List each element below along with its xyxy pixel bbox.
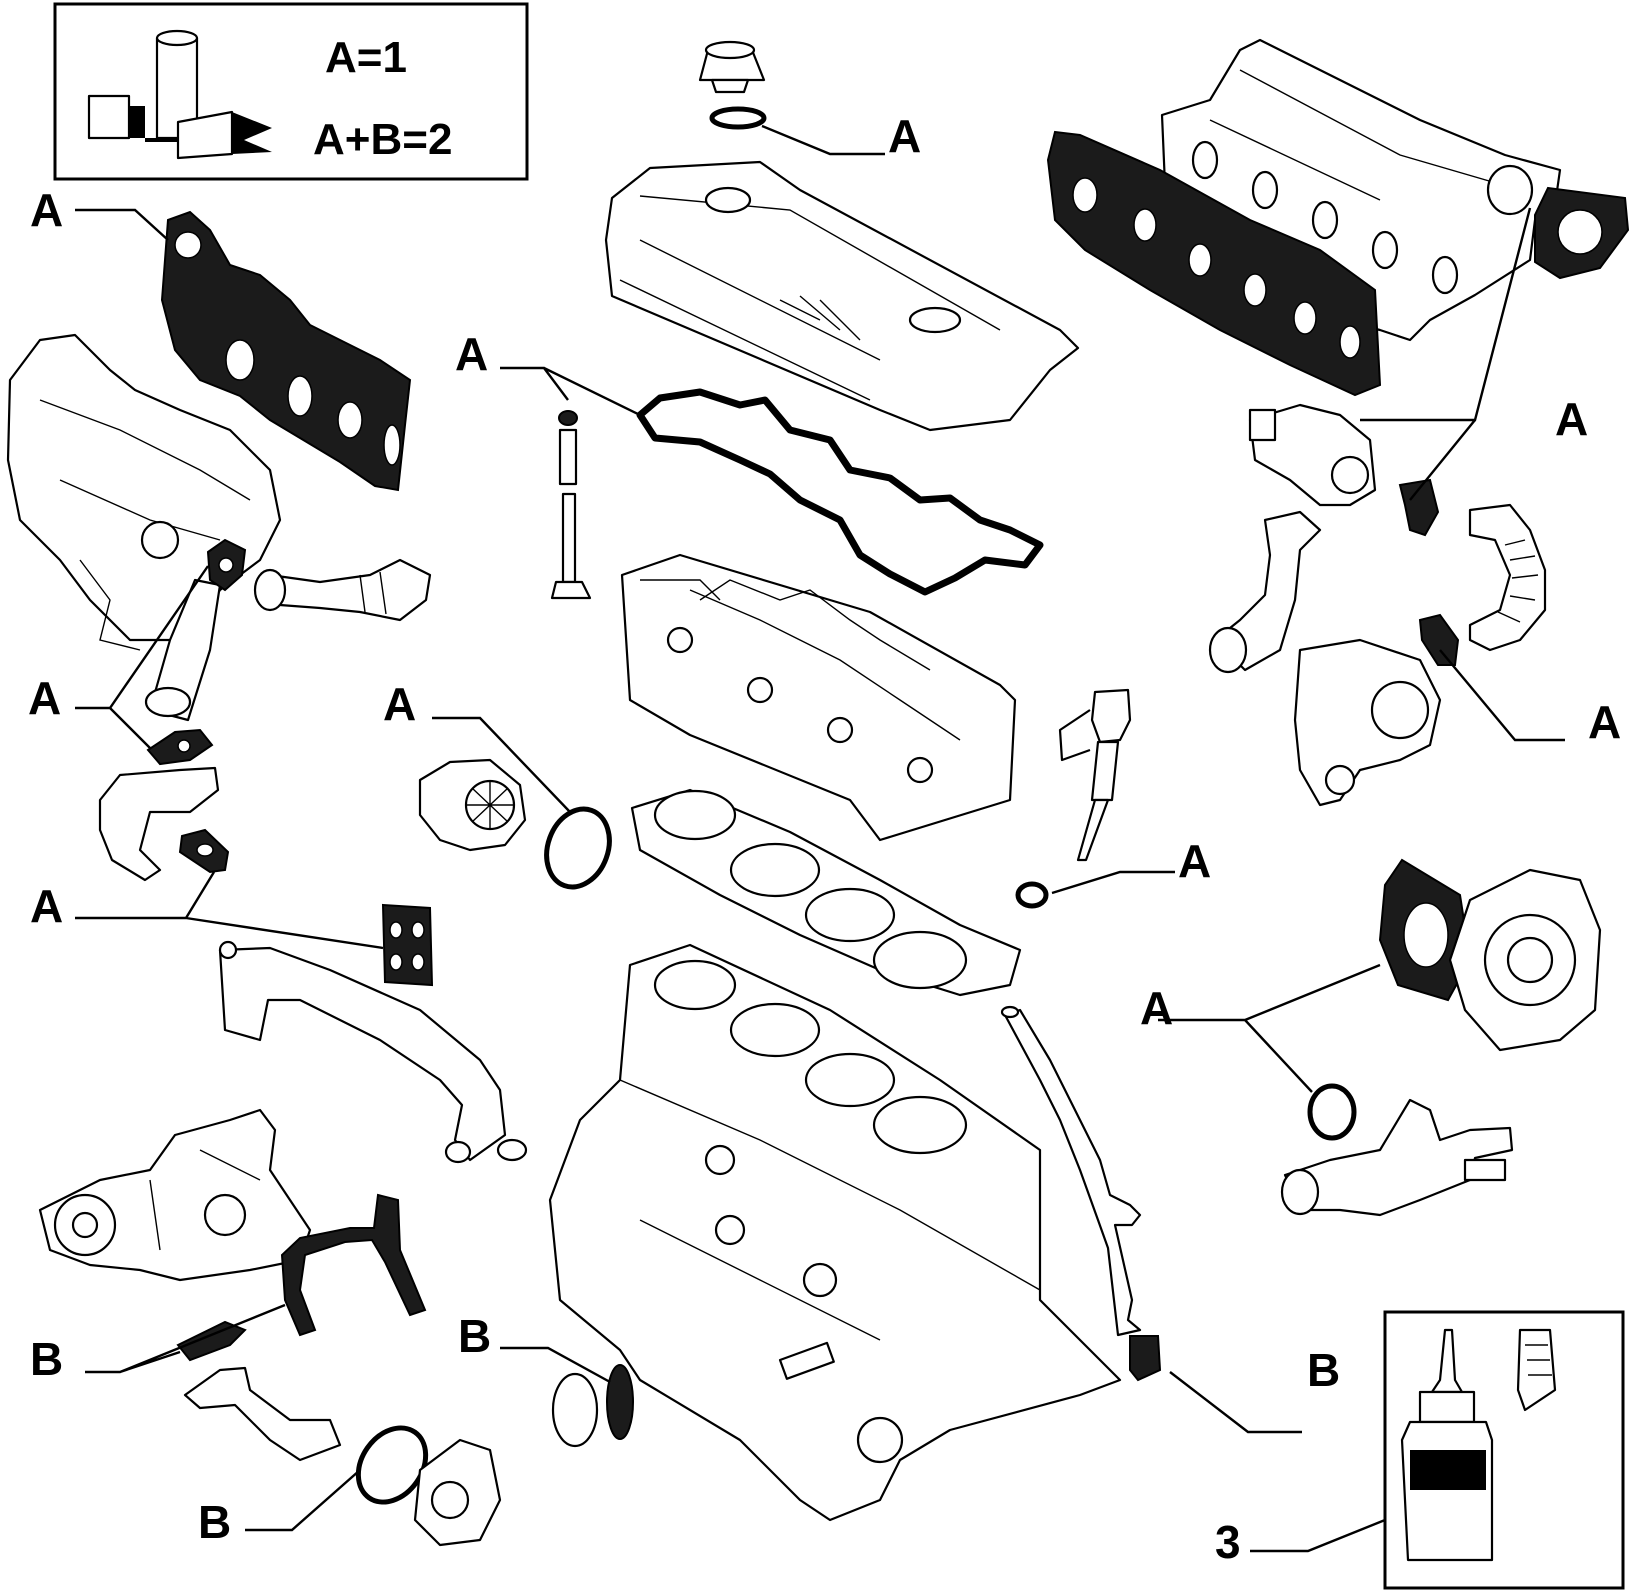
legend-line-2: A+B=2 bbox=[313, 115, 452, 164]
hose-flange-gasket bbox=[1418, 613, 1460, 666]
sealant-bottle-icon bbox=[1400, 1328, 1557, 1562]
gasket-kit-packages-icon bbox=[87, 29, 272, 160]
crankshaft-seal bbox=[551, 1364, 634, 1448]
oil-filter-housing bbox=[413, 1438, 502, 1547]
oil-filler-cap bbox=[698, 40, 766, 94]
valve-cover bbox=[604, 160, 1080, 432]
callout-throttle: A bbox=[1588, 696, 1621, 748]
egr-valve-gasket bbox=[1398, 478, 1440, 537]
leader-injector bbox=[1051, 870, 1175, 895]
leader-oil-pump bbox=[85, 1303, 286, 1374]
valve-cover-gasket bbox=[636, 388, 1044, 596]
callout-water-pump: A bbox=[383, 678, 416, 730]
leader-water-pump bbox=[432, 716, 571, 813]
leader-cap-seal bbox=[761, 124, 885, 156]
callout-egr-pipe: A bbox=[30, 880, 63, 932]
oil-pickup-tube bbox=[183, 1366, 342, 1462]
valve-and-stem-seal bbox=[550, 410, 592, 600]
vacuum-pump-gasket bbox=[1378, 858, 1472, 1002]
thermostat-o-ring bbox=[1307, 1083, 1357, 1141]
leader-turbo-pipe bbox=[75, 565, 209, 749]
cap-seal-ring bbox=[709, 106, 767, 130]
callout-dipstick: B bbox=[1307, 1344, 1340, 1396]
callout-cap-seal: A bbox=[888, 110, 921, 162]
pickup-o-ring bbox=[176, 1320, 247, 1362]
egr-elbow-pipe bbox=[1208, 510, 1322, 674]
legend-box: A=1 A+B=2 bbox=[53, 2, 529, 181]
coolant-pipe-gasket bbox=[381, 903, 434, 987]
vacuum-pump bbox=[1448, 868, 1602, 1052]
callout-valve-cover: A bbox=[455, 328, 488, 380]
callout-turbo-pipe: A bbox=[28, 672, 61, 724]
intake-manifold-gasket bbox=[1046, 130, 1382, 397]
leader-thermostat bbox=[1158, 963, 1381, 1093]
coolant-return-pipe bbox=[218, 940, 528, 1164]
dipstick-tube bbox=[1000, 1005, 1142, 1337]
oil-pump bbox=[38, 1108, 312, 1282]
sealant-kit-box bbox=[1383, 1310, 1625, 1590]
leader-intake-egr bbox=[1360, 207, 1532, 501]
cylinder-head-gasket bbox=[630, 788, 1022, 997]
engine-block bbox=[548, 943, 1122, 1522]
callout-oil-filter: B bbox=[198, 1496, 231, 1548]
leader-oil-filter bbox=[245, 1469, 361, 1532]
exhaust-manifold-gasket bbox=[160, 210, 412, 492]
injector-washer bbox=[1015, 881, 1049, 909]
fuel-injector bbox=[1058, 688, 1132, 862]
leader-throttle bbox=[1439, 649, 1565, 742]
throttle-body bbox=[1293, 638, 1442, 807]
cylinder-head bbox=[620, 553, 1017, 842]
oil-filter-o-ring bbox=[355, 1425, 429, 1505]
leader-crank-seal bbox=[500, 1346, 611, 1384]
callout-oil-pump: B bbox=[30, 1333, 63, 1385]
callout-kit-number: 3 bbox=[1215, 1516, 1241, 1568]
egr-pipe-lower-left bbox=[98, 766, 220, 882]
leader-coolant-pipe bbox=[75, 871, 384, 950]
corrugated-egr-hose bbox=[1468, 503, 1547, 652]
egr-tube-left bbox=[253, 558, 432, 622]
callout-intake-egr: A bbox=[1555, 393, 1588, 445]
callout-exhaust-manifold: A bbox=[30, 184, 63, 236]
callout-thermostat: A bbox=[1140, 982, 1173, 1034]
dipstick-plug bbox=[1129, 1335, 1162, 1382]
leader-sealant-kit bbox=[1250, 1518, 1386, 1553]
leader-exhaust-manifold bbox=[75, 208, 169, 241]
egr-valve bbox=[1248, 403, 1377, 507]
water-pump bbox=[418, 758, 527, 852]
thermostat-housing bbox=[1280, 1098, 1514, 1217]
leader-valve-cover bbox=[500, 366, 641, 417]
oil-pump-gasket bbox=[280, 1193, 427, 1337]
water-pump-o-ring bbox=[544, 806, 612, 890]
callout-injector: A bbox=[1178, 835, 1211, 887]
leader-dipstick bbox=[1169, 1371, 1302, 1434]
legend-line-1: A=1 bbox=[325, 33, 407, 82]
callout-crank-seal: B bbox=[458, 1310, 491, 1362]
